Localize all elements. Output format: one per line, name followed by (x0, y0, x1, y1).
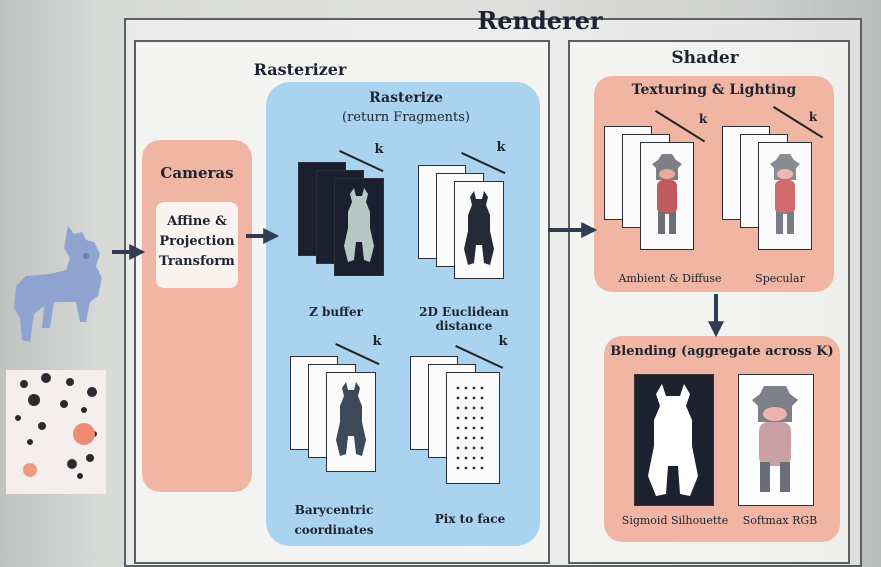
specular-label: Specular (755, 272, 805, 285)
rasterizer-title: Rasterizer (253, 60, 347, 79)
texturing-lighting-title: Texturing & Lighting (631, 82, 797, 98)
softmax-rgb-label: Softmax RGB (742, 514, 818, 527)
barycentric-label: Barycentric coordinates (294, 503, 374, 537)
barycentric-k: k (372, 334, 382, 349)
input-cow-mesh (14, 226, 102, 342)
zbuffer-k: k (374, 142, 384, 157)
ambient-diffuse-cow-icon (652, 154, 682, 234)
texture-map (6, 370, 106, 494)
cameras-box (142, 140, 252, 492)
euclidean-label: 2D Euclidean distance (419, 305, 509, 333)
softmax-cow-icon (752, 386, 798, 492)
ambient-diffuse-label: Ambient & Diffuse (618, 272, 722, 285)
texture-spots (15, 373, 97, 479)
pix-to-face-k: k (498, 334, 508, 349)
blending-title: Blending (aggregate across K) (610, 344, 834, 359)
rasterize-subtitle: (return Fragments) (342, 110, 470, 125)
shader-title: Shader (671, 48, 739, 68)
barycentric-cow-silhouette (336, 382, 366, 456)
euclidean-k: k (496, 140, 506, 155)
euclidean-cow-silhouette (464, 191, 494, 265)
pix-to-face-label: Pix to face (434, 512, 506, 526)
zbuffer-label: Z buffer (309, 305, 363, 319)
projection-transform-box (156, 202, 238, 288)
projection-transform-label: Affine & Projection Transform (159, 214, 235, 269)
sigmoid-cow-silhouette (648, 384, 698, 496)
specular-cow-icon (770, 154, 800, 234)
sigmoid-silhouette-label: Sigmoid Silhouette (621, 514, 729, 527)
renderer-title: Renderer (477, 6, 603, 35)
ambient-diffuse-k: k (698, 112, 708, 126)
cameras-title: Cameras (160, 164, 234, 182)
pix-to-face-dot-grid (456, 386, 484, 470)
specular-k: k (808, 110, 818, 124)
zbuffer-cow-silhouette (344, 188, 374, 262)
rasterize-title: Rasterize (369, 90, 443, 106)
